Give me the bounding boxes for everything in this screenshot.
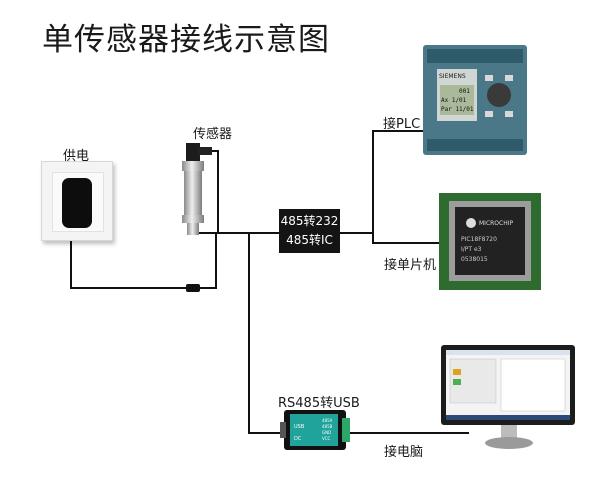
monitor-stand bbox=[485, 437, 533, 449]
bus-wire-vertical bbox=[248, 232, 250, 433]
protocol-converter: 485转232 485转IC bbox=[279, 209, 340, 253]
converter-line-1: 485转232 bbox=[280, 214, 339, 228]
wire-to-computer bbox=[349, 432, 469, 434]
wire-to-plc bbox=[372, 130, 424, 132]
plc-lcd-line-2: Par 11/01 bbox=[441, 106, 474, 113]
software-indicator bbox=[453, 369, 461, 375]
power-label: 供电 bbox=[63, 149, 90, 164]
chip-text-4: 0538015 bbox=[461, 256, 488, 263]
sensor-thread bbox=[187, 223, 199, 235]
sensor-cable-gland bbox=[198, 147, 212, 155]
chip-text-2: PIC18F8720 bbox=[461, 236, 497, 243]
branch-wire-vertical bbox=[372, 130, 374, 243]
plc-lcd bbox=[440, 85, 474, 115]
software-indicator bbox=[453, 379, 461, 385]
sensor-connector-head bbox=[186, 143, 200, 161]
plc-key bbox=[485, 75, 493, 81]
pin-label: 485A bbox=[322, 418, 333, 423]
plc-navigation-pad bbox=[487, 83, 511, 107]
plc-top-terminals bbox=[427, 49, 523, 63]
plc-key bbox=[505, 111, 513, 117]
software-data-panel bbox=[500, 358, 566, 412]
power-plug bbox=[62, 178, 92, 228]
usb-converter-label: RS485转USB bbox=[278, 396, 360, 411]
power-cable bbox=[70, 239, 72, 289]
wire-to-usb bbox=[248, 432, 281, 434]
usb-box-panel bbox=[290, 414, 338, 446]
monitor-neck bbox=[501, 425, 517, 439]
software-titlebar bbox=[446, 350, 570, 355]
power-cable bbox=[215, 233, 217, 289]
pin-label: VCC bbox=[322, 436, 331, 441]
wire-to-mcu bbox=[372, 242, 439, 244]
pressure-sensor bbox=[182, 143, 219, 235]
usb-box-text-1: USB bbox=[294, 424, 305, 430]
chip-text-3: I/PT e3 bbox=[461, 246, 482, 253]
plc-counter: 001 bbox=[459, 88, 470, 95]
pin-label: GND bbox=[322, 430, 331, 435]
wire-from-converter bbox=[340, 232, 373, 234]
usb-box-text-2: DC bbox=[294, 436, 302, 442]
cable-connector bbox=[186, 284, 200, 292]
plc-key bbox=[505, 75, 513, 81]
usb-converter-device: USB DC 485A 485B GND VCC bbox=[280, 410, 350, 450]
microchip-logo-icon bbox=[466, 218, 476, 228]
plc-bottom-terminals bbox=[427, 139, 523, 151]
plc-device: SIEMENS 001 Ax 1/01 Par 11/01 bbox=[423, 45, 527, 155]
sensor-cable bbox=[194, 232, 279, 234]
sensor-hex bbox=[182, 161, 204, 171]
pin-label: 485B bbox=[322, 424, 333, 429]
power-cable bbox=[70, 287, 216, 289]
sensor-label: 传感器 bbox=[193, 127, 233, 142]
mcu-label: 接单片机 bbox=[384, 258, 437, 273]
terminal-block bbox=[342, 418, 350, 442]
sensor-nut bbox=[182, 215, 204, 223]
plc-label: 接PLC bbox=[383, 117, 421, 132]
plc-key bbox=[485, 111, 493, 117]
usb-port bbox=[280, 422, 286, 438]
plc-lcd-line-1: Ax 1/01 bbox=[441, 97, 467, 104]
mcu-board: MICROCHIP PIC18F8720 I/PT e3 0538015 bbox=[439, 193, 541, 290]
diagram-title: 单传感器接线示意图 bbox=[42, 22, 330, 58]
sensor-body bbox=[184, 171, 202, 215]
chip-body bbox=[455, 207, 525, 275]
sensor-lead bbox=[212, 150, 219, 233]
power-outlet bbox=[41, 161, 113, 241]
plc-brand: SIEMENS bbox=[439, 73, 466, 80]
chip-text-1: MICROCHIP bbox=[479, 220, 513, 227]
converter-line-2: 485转IC bbox=[286, 233, 333, 247]
taskbar bbox=[446, 415, 570, 420]
computer-label: 接电脑 bbox=[384, 445, 424, 460]
computer-monitor bbox=[441, 345, 575, 449]
